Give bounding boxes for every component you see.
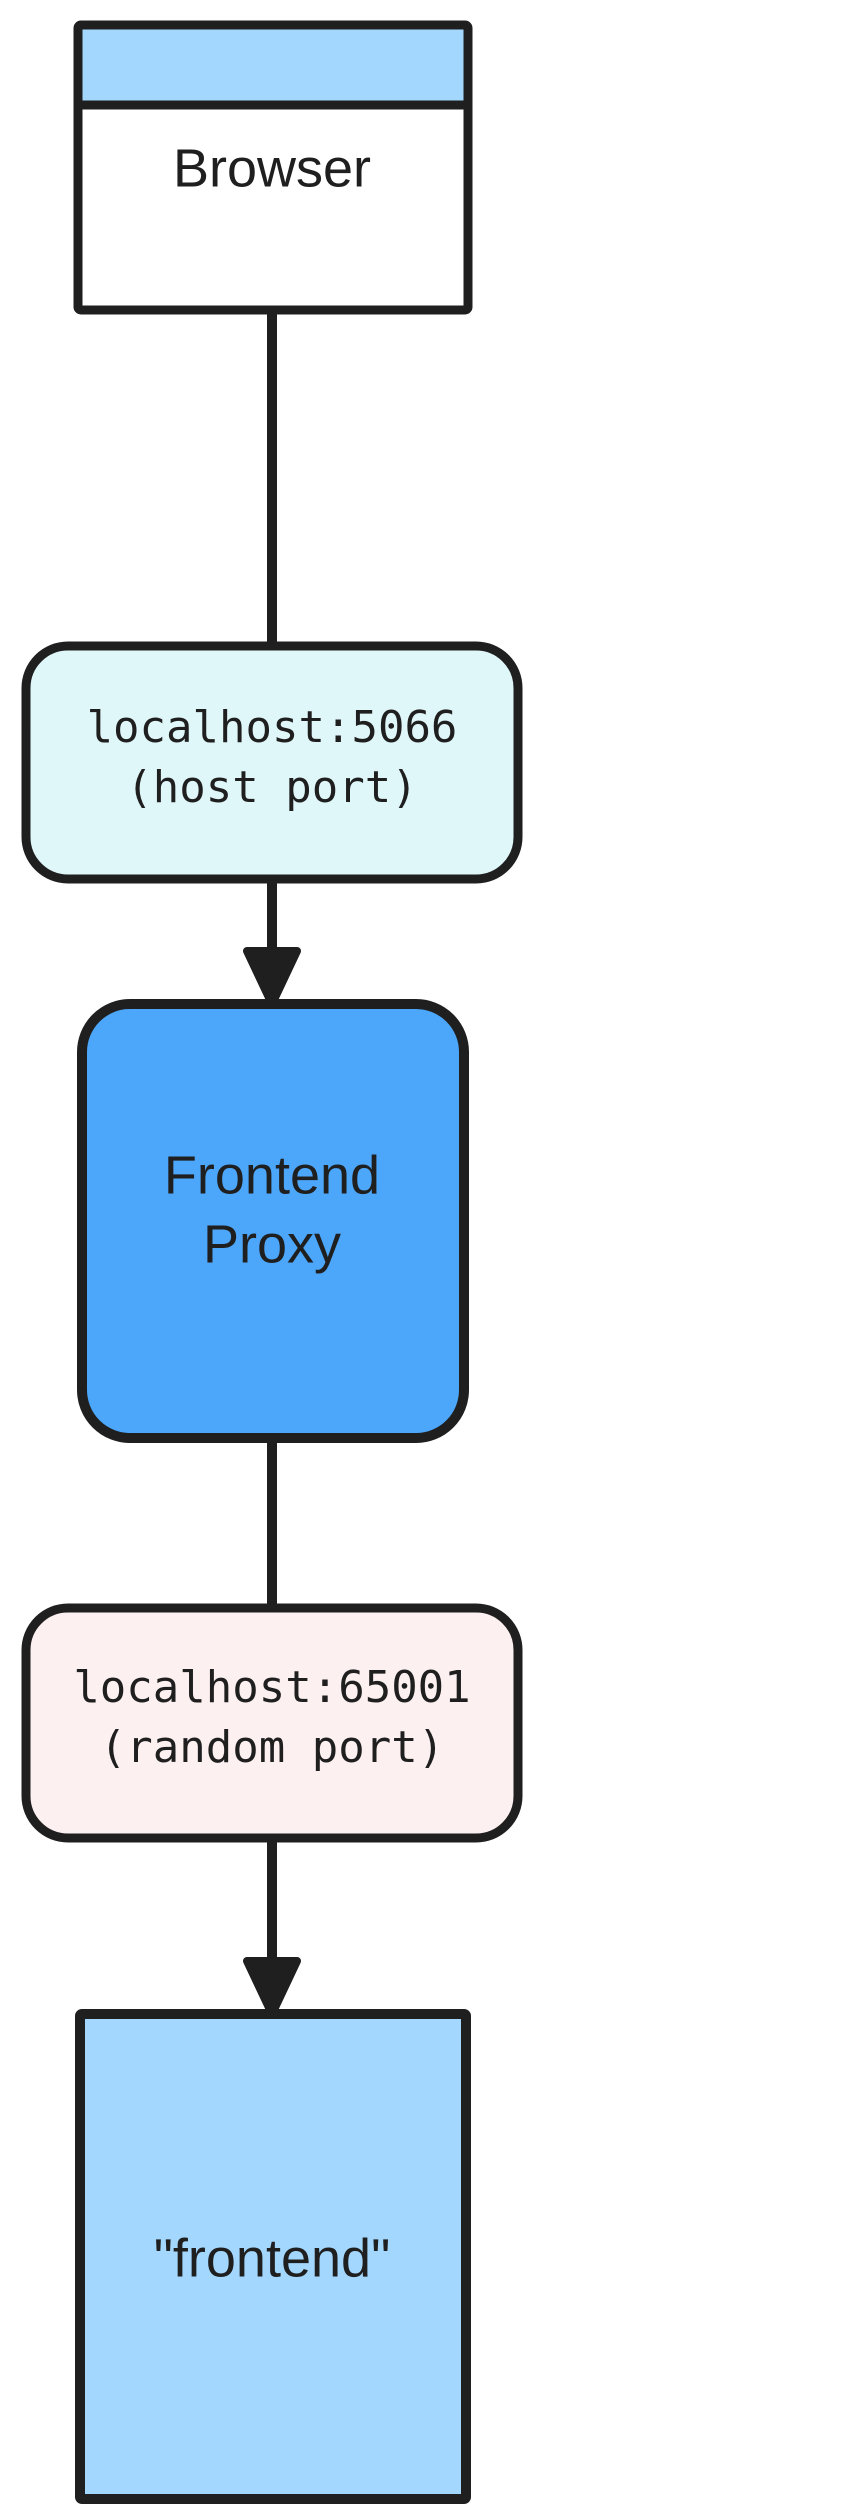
host-port-label-box [21, 641, 523, 884]
browser-label: Browser [173, 138, 371, 198]
node-frontend[interactable]: "frontend" [75, 2009, 471, 2504]
host-port-label-line-1: localhost:5066 [87, 702, 458, 753]
host-port-label-line-2: (host port) [126, 762, 417, 813]
frontend-proxy-box [77, 999, 469, 1443]
frontend-box [75, 2009, 471, 2504]
edge-randomport-to-frontend [243, 1838, 301, 2018]
edge-label-host-port: localhost:5066 (host port) [21, 641, 523, 884]
arrowhead-icon [243, 1957, 301, 2018]
frontend-label: "frontend" [154, 2228, 391, 2288]
random-port-label-line-2: (random port) [100, 1722, 444, 1773]
browser-titlebar [82, 29, 464, 102]
edge-hostport-to-proxy [243, 879, 301, 1008]
node-frontend-proxy[interactable]: Frontend Proxy [77, 999, 469, 1443]
edge-label-random-port: localhost:65001 (random port) [21, 1603, 523, 1843]
random-port-label-box [21, 1603, 523, 1843]
node-browser[interactable]: Browser [73, 20, 473, 315]
frontend-proxy-label-line-2: Proxy [203, 1214, 341, 1274]
random-port-label-line-1: localhost:65001 [73, 1662, 470, 1713]
arrowhead-icon [243, 947, 301, 1008]
frontend-proxy-label-line-1: Frontend [164, 1145, 380, 1205]
